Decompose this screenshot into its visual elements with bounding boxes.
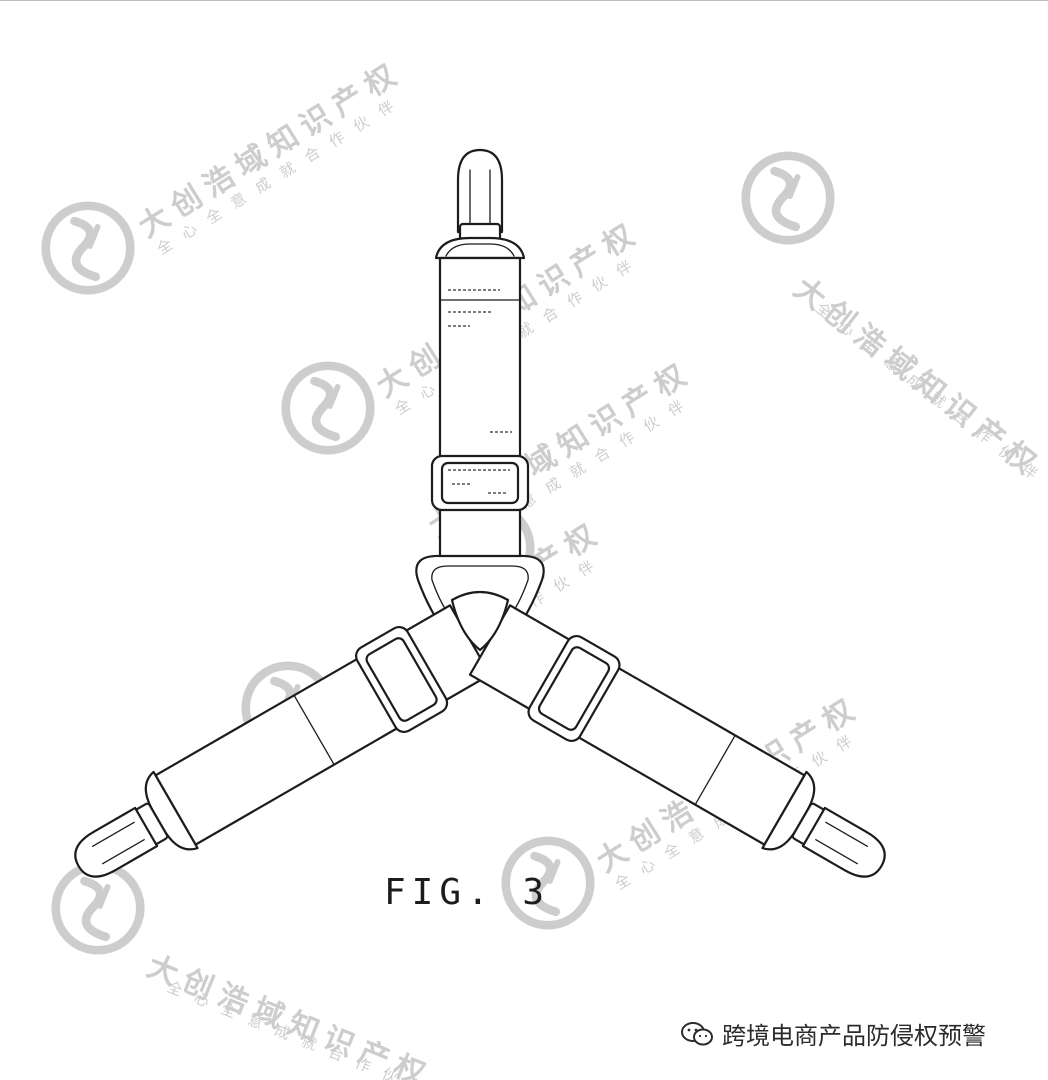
left-clip bbox=[74, 806, 159, 878]
watermark-logo-icon bbox=[741, 151, 835, 245]
center-ring-overlay bbox=[450, 590, 510, 652]
watermark-logo-icon bbox=[41, 201, 135, 295]
left-strap-arm bbox=[74, 604, 492, 878]
vertical-strap-arm bbox=[430, 148, 530, 582]
top-border-line bbox=[0, 0, 1048, 1]
watermark-logo-icon bbox=[281, 361, 375, 455]
top-clip bbox=[456, 148, 504, 234]
wechat-icon bbox=[681, 1021, 713, 1045]
footer-account-tag: 跨境电商产品防侵权预警 bbox=[680, 1016, 986, 1051]
footer-account-name: 跨境电商产品防侵权预警 bbox=[722, 1022, 986, 1050]
right-clip bbox=[801, 806, 886, 878]
watermark-logo-icon bbox=[501, 836, 595, 930]
left-slider-buckle bbox=[355, 625, 449, 734]
right-strap bbox=[468, 604, 806, 846]
vertical-strap bbox=[438, 256, 522, 582]
right-slider-buckle bbox=[527, 634, 621, 743]
figure-label: FIG. 3 bbox=[384, 872, 551, 913]
right-strap-arm bbox=[468, 604, 886, 878]
top-ring bbox=[434, 236, 526, 260]
left-strap bbox=[154, 604, 492, 846]
